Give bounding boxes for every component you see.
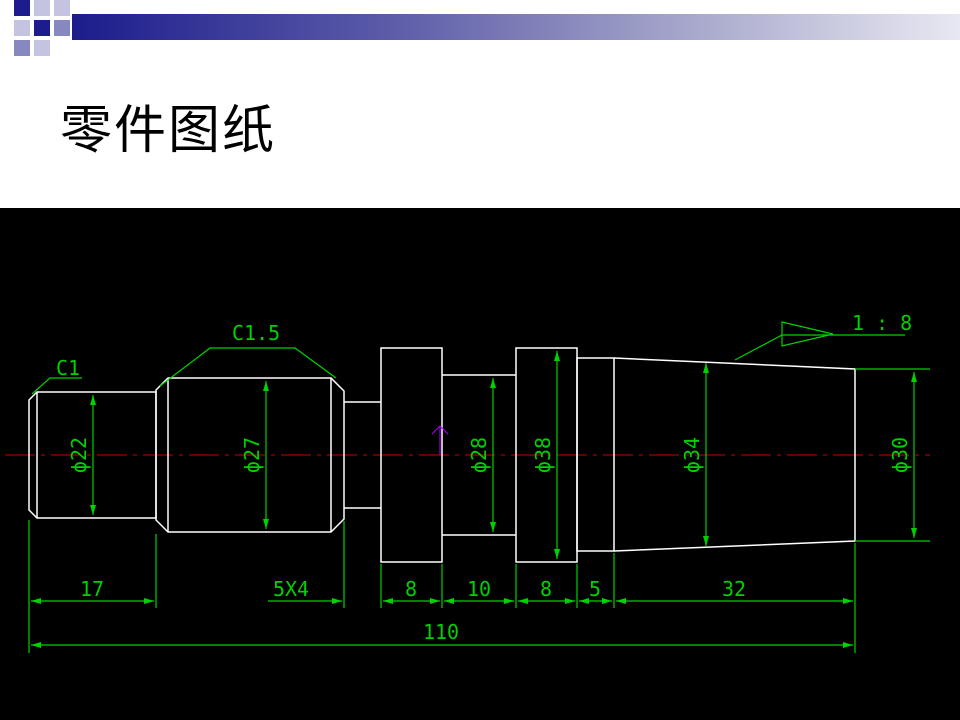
chamfer-label-c1-5: C1.5 xyxy=(232,321,280,345)
drawing-canvas: C1 C1.5 1 : 8 ϕ22 ϕ27 ϕ28 ϕ38 ϕ34 ϕ30 xyxy=(5,311,930,653)
length-label-total: 110 xyxy=(423,620,459,644)
decor-square xyxy=(34,20,50,36)
chamfer-leaders xyxy=(31,347,337,395)
taper-symbol xyxy=(734,321,905,361)
length-dimensions xyxy=(31,598,853,648)
diameter-label-22: ϕ22 xyxy=(67,437,91,473)
taper-label: 1 : 8 xyxy=(852,311,912,335)
decor-square xyxy=(34,0,50,16)
slide-title: 零件图纸 xyxy=(60,101,277,161)
chamfer-label-c1: C1 xyxy=(56,356,80,380)
decor-square xyxy=(14,40,30,56)
decor-square xyxy=(14,20,30,36)
slide-header xyxy=(0,0,960,60)
length-label-17: 17 xyxy=(80,577,104,601)
decor-square xyxy=(34,40,50,56)
diameter-label-28: ϕ28 xyxy=(467,437,491,473)
length-label-5: 5 xyxy=(589,577,601,601)
diameter-label-34: ϕ34 xyxy=(680,437,704,473)
extension-lines xyxy=(28,520,856,653)
part-drawing: C1 C1.5 1 : 8 ϕ22 ϕ27 ϕ28 ϕ38 ϕ34 ϕ30 xyxy=(0,208,960,720)
decor-square xyxy=(54,20,70,36)
length-label-5x4: 5X4 xyxy=(273,577,309,601)
diameter-label-38: ϕ38 xyxy=(531,437,555,473)
length-label-10: 10 xyxy=(467,577,491,601)
diameter-label-27: ϕ27 xyxy=(240,437,264,473)
diameter-label-30: ϕ30 xyxy=(888,437,912,473)
part-outline xyxy=(28,347,856,563)
length-label-8a: 8 xyxy=(405,577,417,601)
length-label-32: 32 xyxy=(722,577,746,601)
length-label-8b: 8 xyxy=(540,577,552,601)
decor-square xyxy=(54,0,70,16)
header-gradient-bar xyxy=(72,14,960,40)
diameter-dimensions xyxy=(90,351,930,559)
decor-square xyxy=(14,0,30,16)
